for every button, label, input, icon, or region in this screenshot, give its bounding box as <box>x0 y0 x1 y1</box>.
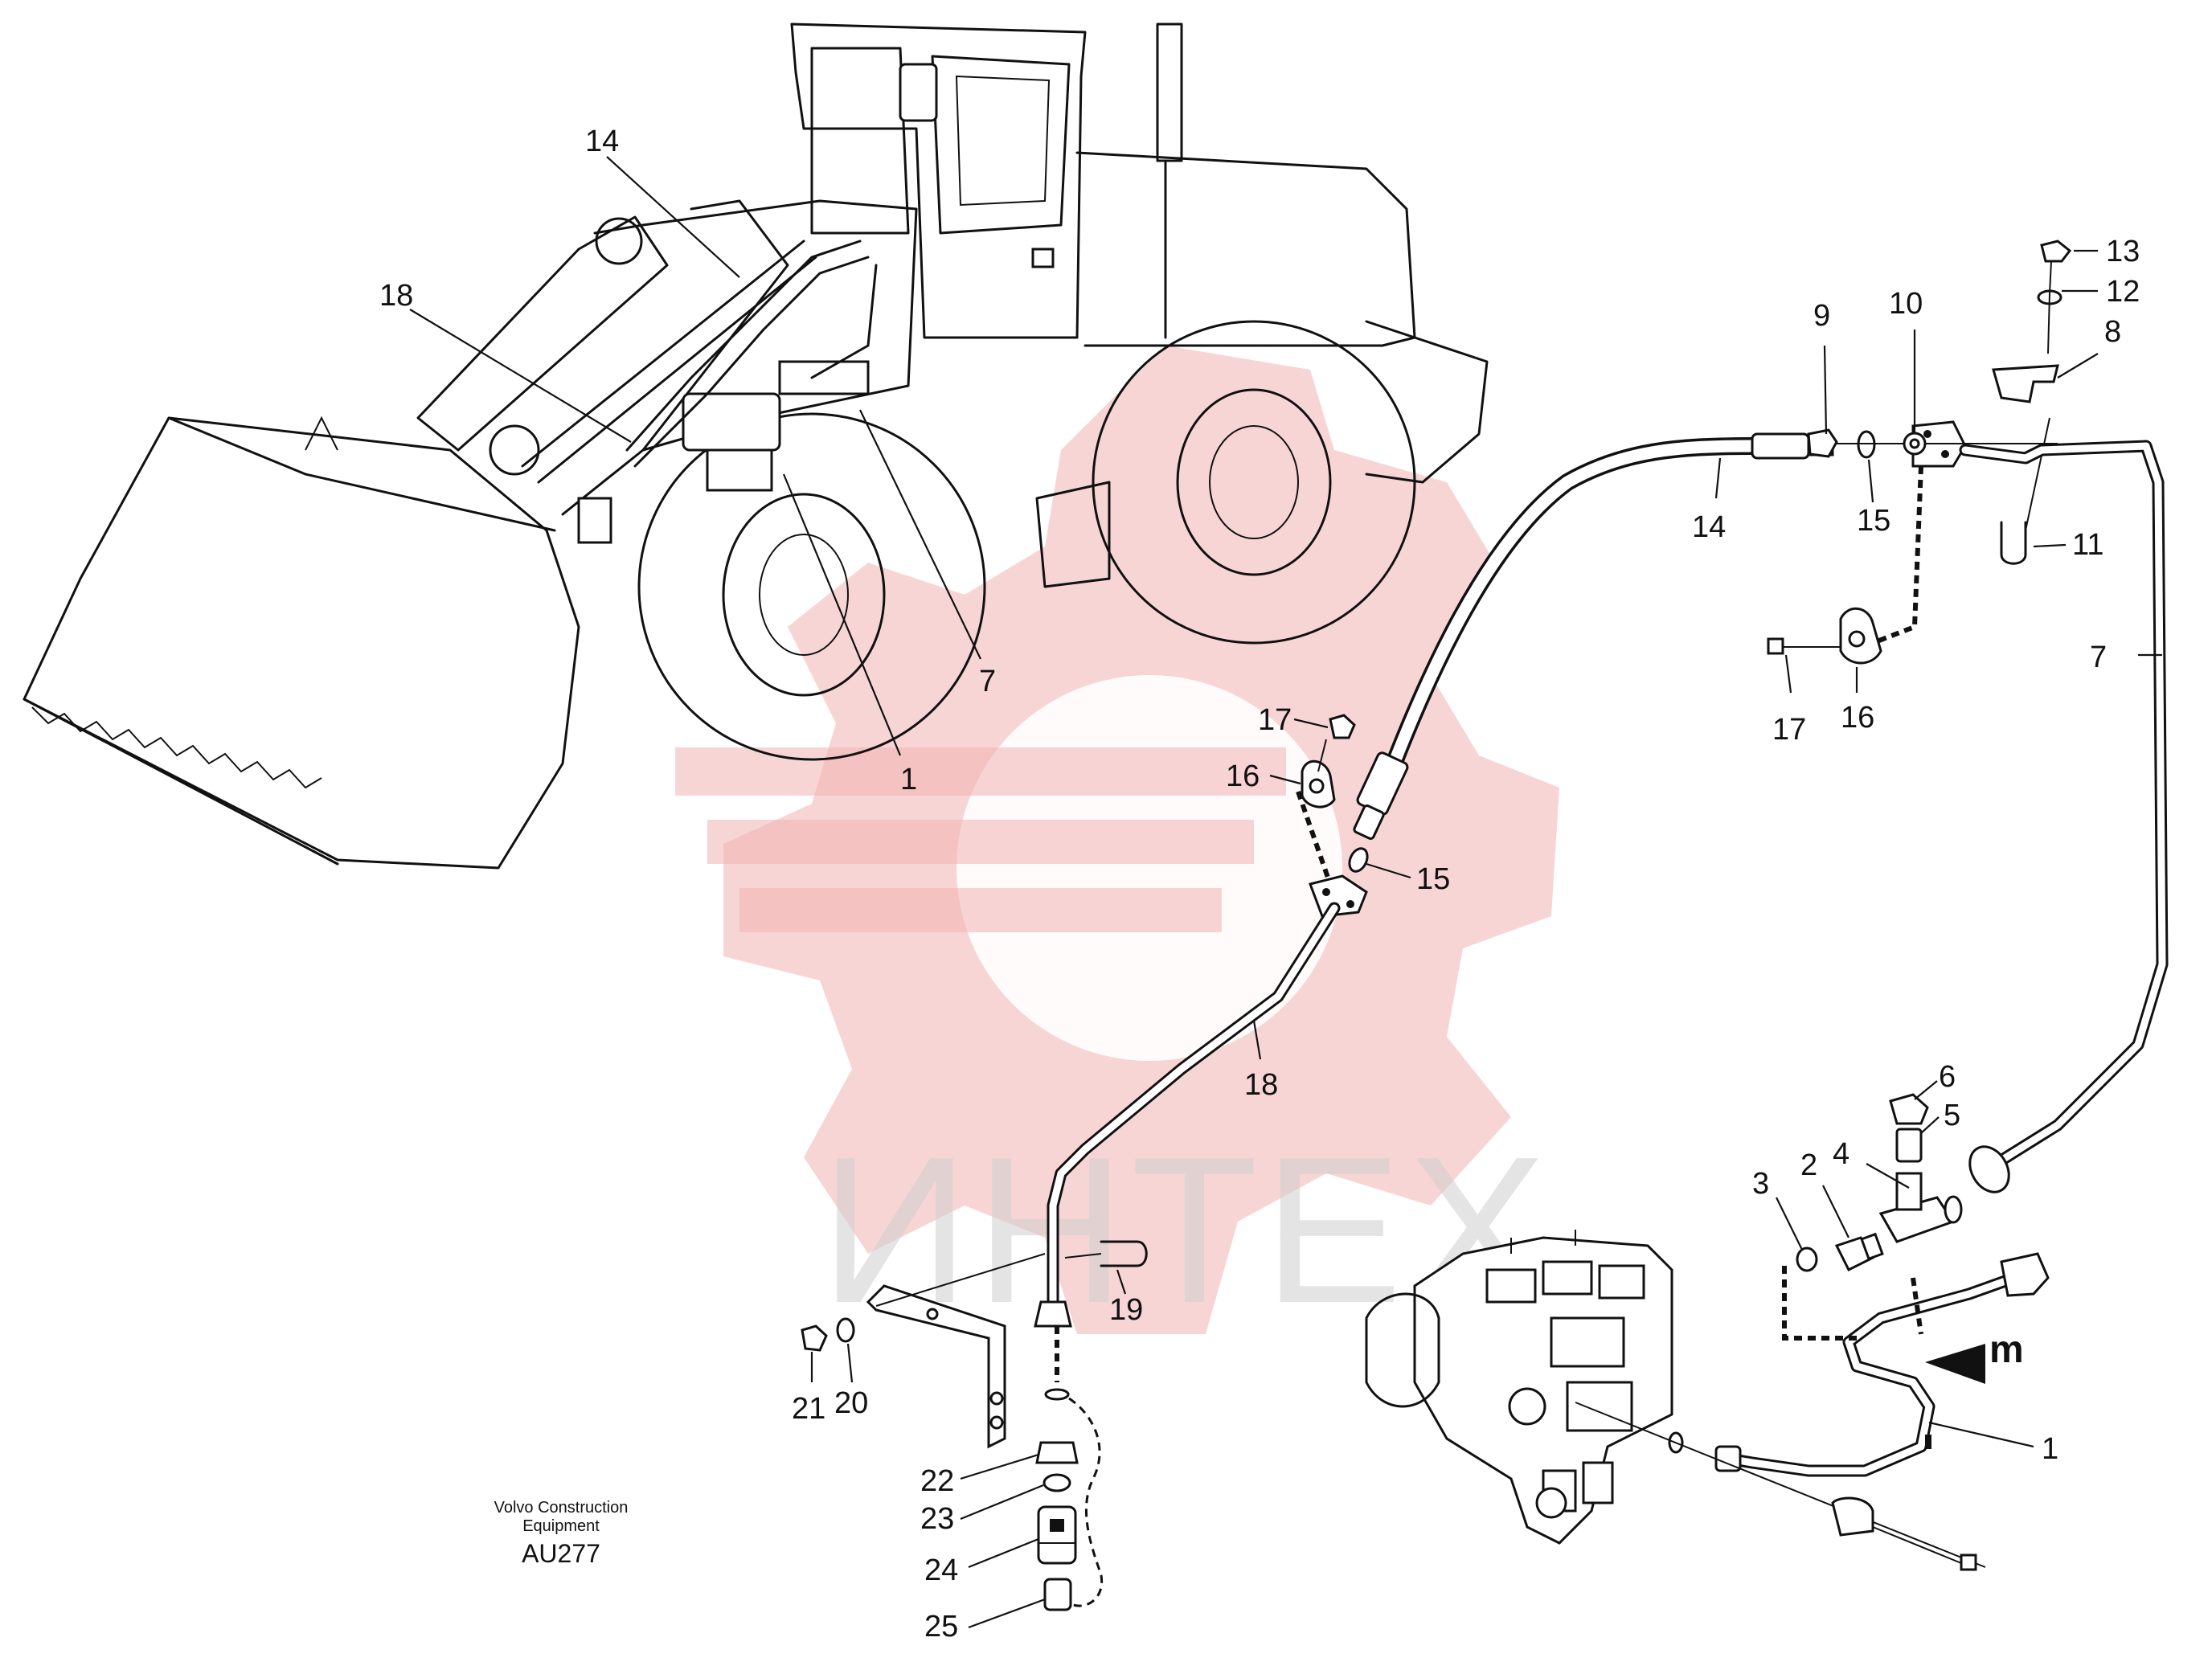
clamp-16-middle <box>1301 739 1336 808</box>
u-bolt-11 <box>2000 417 2050 565</box>
callout-16-middle: 16 <box>1226 759 1260 793</box>
nut-22 <box>1035 1441 1079 1464</box>
callout-16-right: 16 <box>1841 701 1874 735</box>
callout-12: 12 <box>2106 275 2140 309</box>
callout-17-middle: 17 <box>1258 703 1292 737</box>
callouts-top-right: 13 12 8 9 10 11 14 15 16 17 7 <box>1692 235 2140 747</box>
callout-25: 25 <box>924 1610 958 1644</box>
washer-23 <box>1043 1473 1071 1492</box>
callout-22: 22 <box>920 1464 954 1498</box>
callout-14-right: 14 <box>1692 510 1726 544</box>
flange-middle <box>1309 874 1368 918</box>
callout-24: 24 <box>924 1554 958 1587</box>
callout-2: 2 <box>1800 1148 1817 1182</box>
callout-14-loader: 14 <box>585 125 619 158</box>
washer-top-stack <box>1044 1388 1070 1401</box>
watermark-gear-logo <box>675 346 1559 1334</box>
pipe-7 <box>1959 440 2169 1193</box>
pipe-1 <box>1575 1252 2050 1571</box>
bolt-9 <box>1807 428 2058 458</box>
clamp-16-top <box>1767 607 1882 665</box>
footer-line2: Equipment <box>522 1517 600 1535</box>
callout-8: 8 <box>2104 315 2121 349</box>
callout-20: 20 <box>834 1386 868 1420</box>
callout-1-right: 1 <box>2042 1432 2058 1466</box>
fitting-15-middle <box>1348 847 1369 873</box>
callout-4: 4 <box>1833 1137 1849 1171</box>
callout-11: 11 <box>2072 528 2103 562</box>
callouts-bottom-right: 6 5 4 3 2 m 1 <box>1752 1060 2058 1466</box>
direction-arrow-m <box>1925 1344 1985 1384</box>
adapter-5 <box>1895 1128 1923 1163</box>
footer-credit: Volvo Construction Equipment AU277 <box>494 1499 629 1568</box>
washer-3 <box>1796 1246 1818 1272</box>
footer-code: AU277 <box>522 1539 600 1568</box>
callout-7-loader: 7 <box>979 665 996 698</box>
callout-1-loader: 1 <box>900 763 917 796</box>
wheel-loader-illustration <box>23 23 1489 870</box>
callout-5: 5 <box>1944 1099 1960 1132</box>
cap-25 <box>1043 1578 1072 1611</box>
pipe-18 <box>1034 902 1341 1328</box>
callout-10: 10 <box>1889 287 1923 321</box>
control-valve-block <box>1365 1230 1673 1545</box>
callouts-loader: 14 18 7 1 <box>379 125 996 796</box>
callout-18-middle: 18 <box>1244 1068 1278 1102</box>
callout-m: m <box>1989 1328 2024 1371</box>
tee-fitting-4 <box>1878 1172 1963 1243</box>
washer-20 <box>836 1317 855 1343</box>
nut-13 <box>2040 239 2072 263</box>
callout-15-right: 15 <box>1857 504 1890 538</box>
leader-lines <box>409 156 2162 1629</box>
callouts-bottom-left: 21 20 22 23 24 25 <box>792 1386 958 1644</box>
footer-line1: Volvo Construction <box>494 1499 629 1517</box>
callout-15-middle: 15 <box>1416 862 1450 896</box>
callout-7-right: 7 <box>2090 641 2107 674</box>
u-bolt-19 <box>1064 1240 1148 1267</box>
nipple-2 <box>1834 1232 1884 1272</box>
callout-13: 13 <box>2106 235 2140 268</box>
bracket-8 <box>1992 364 2059 403</box>
nut-6 <box>1889 1093 1929 1125</box>
callout-18-loader: 18 <box>379 279 413 313</box>
nut-21 <box>801 1324 828 1352</box>
washer-10 <box>1903 432 1927 456</box>
callout-9: 9 <box>1813 299 1830 333</box>
mounting-bracket <box>866 1253 1046 1449</box>
callout-17-right: 17 <box>1772 713 1806 747</box>
callouts-middle: 17 16 15 18 19 <box>1109 703 1450 1327</box>
callout-23: 23 <box>920 1502 954 1536</box>
callout-21: 21 <box>792 1392 825 1426</box>
nut-17-middle <box>1329 714 1356 739</box>
callout-19: 19 <box>1109 1293 1143 1327</box>
callout-6: 6 <box>1939 1060 1956 1094</box>
callout-3: 3 <box>1752 1167 1769 1201</box>
coupling-24 <box>1037 1505 1077 1565</box>
